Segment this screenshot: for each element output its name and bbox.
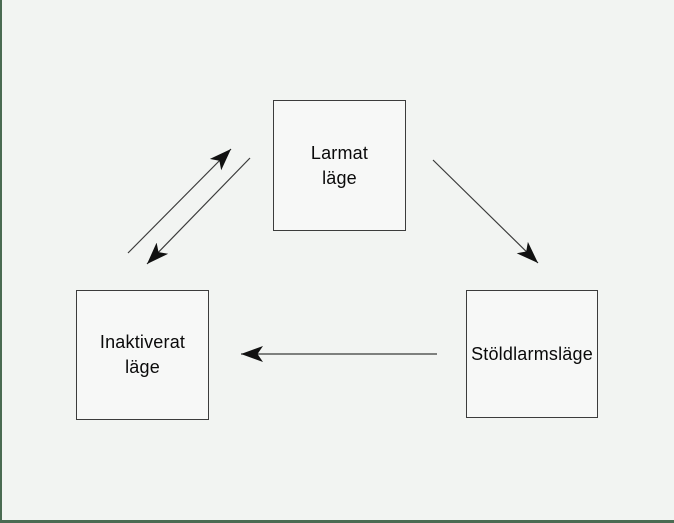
edge-inaktiverat-to-larmat [127, 148, 232, 254]
node-inaktiverat-label: Inaktiverat läge [99, 332, 186, 377]
node-larmat-label: Larmat läge [310, 142, 369, 188]
node-stoldlarm-label: Stöldlarmsläge [471, 343, 593, 364]
node-stoldlarmslage: Stöldlarmsläge [466, 290, 598, 418]
node-larmat-lage: Larmat läge [273, 100, 406, 231]
node-inaktiverat-lage: Inaktiverat läge [76, 290, 209, 420]
edge-larmat-to-inaktiverat [146, 157, 251, 265]
edge-larmat-to-stoldlarm [432, 159, 539, 264]
